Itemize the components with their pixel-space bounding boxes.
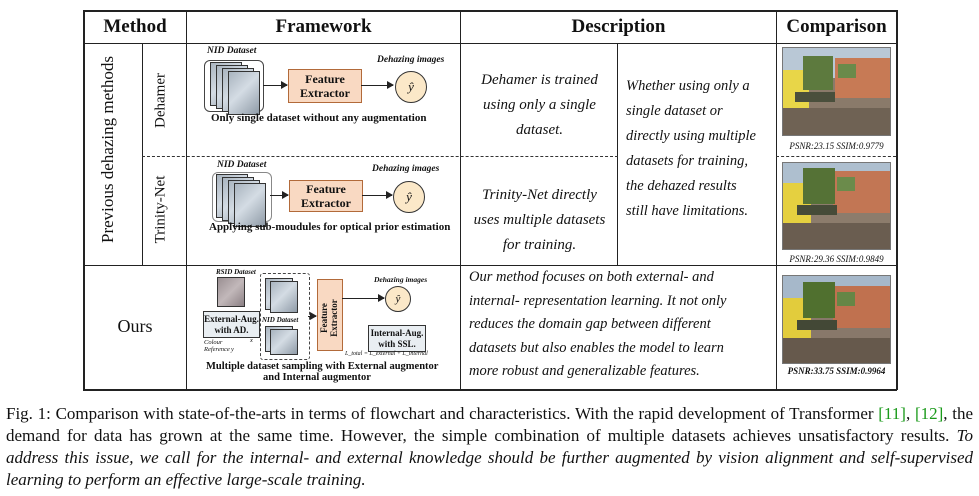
- dehazing-label: Dehazing images: [374, 275, 428, 284]
- colour-reference-label: Colour Reference: [204, 339, 230, 353]
- metric-ours: PSNR:33.75 SSIM:0.9964: [787, 366, 886, 376]
- citation-link[interactable]: [12]: [914, 404, 944, 423]
- row-divider: [142, 156, 618, 157]
- row-divider: [776, 156, 896, 157]
- table-border: [896, 10, 898, 390]
- table-border: [83, 389, 897, 391]
- scene-illustration: [783, 276, 890, 363]
- feature-extractor-box: Feature Extractor: [288, 69, 362, 103]
- framework-caption-line2: and Internal augmentor: [263, 372, 371, 383]
- comparison-image-ours: [782, 275, 891, 364]
- y-axis-label: y: [231, 346, 234, 353]
- prediction-node: ŷ: [393, 181, 425, 213]
- citation-link[interactable]: [11]: [878, 404, 906, 423]
- flow-arrow: [308, 312, 317, 320]
- scene-illustration: [783, 48, 890, 135]
- header-framework: Framework: [275, 16, 372, 37]
- scene-illustration: [783, 163, 890, 249]
- prediction-node: ŷ: [385, 286, 411, 312]
- dehazing-label: Dehazing images: [372, 164, 440, 174]
- framework-caption: Only single dataset without any augmenta…: [211, 112, 427, 124]
- dehazing-label: Dehazing images: [377, 55, 445, 65]
- dehamer-description: Dehamer is trained using only a single d…: [481, 72, 598, 138]
- header-method: Method: [103, 16, 167, 37]
- prediction-node: ŷ: [395, 71, 427, 103]
- dataset-image: [234, 183, 266, 227]
- header-description: Description: [571, 16, 666, 37]
- dataset-image: [228, 71, 260, 115]
- trinity-description: Trinity-Net directly uses multiple datas…: [473, 187, 606, 253]
- rsid-dataset-label: RSID Dataset: [216, 268, 256, 276]
- table-border: [776, 10, 778, 390]
- shared-description: Whether using only a single dataset or d…: [626, 78, 756, 219]
- flow-arrow: [263, 81, 288, 89]
- table-border: [186, 10, 188, 390]
- framework-caption: Applying sub-moudules for optical prior …: [209, 221, 451, 233]
- method-label-ours: Ours: [117, 316, 153, 336]
- dataset-label: NID Dataset: [217, 160, 267, 170]
- table-border: [83, 43, 897, 45]
- flow-arrow: [362, 191, 393, 199]
- feature-extractor-box: Feature Extractor: [289, 180, 363, 212]
- internal-aug-box: Internal-Aug. with SSL.: [368, 325, 426, 352]
- comparison-image-dehamer: [782, 47, 891, 136]
- framework-caption-line1: Multiple dataset sampling with External …: [206, 361, 439, 372]
- dataset-image: [270, 281, 298, 313]
- table-border: [460, 10, 462, 390]
- table-border: [617, 43, 618, 265]
- dataset-image: [270, 329, 298, 355]
- comparison-table: Method Framework Description Comparison …: [83, 10, 898, 391]
- flow-arrow: [270, 191, 289, 199]
- header-comparison: Comparison: [786, 16, 887, 37]
- rsid-image: [217, 277, 245, 307]
- feature-extractor-box: [317, 279, 343, 351]
- method-label-trinity: Trinity-Net: [152, 175, 169, 244]
- comparison-image-trinity: [782, 162, 891, 250]
- nid-dataset-label: NID Dataset: [262, 316, 299, 324]
- table-border: [83, 265, 897, 267]
- external-aug-box: External-Aug. with AD.: [203, 311, 260, 338]
- table-border: [83, 10, 897, 12]
- flow-arrow: [361, 81, 394, 89]
- flow-arrow: [342, 294, 385, 302]
- figure-caption: Fig. 1: Comparison with state-of-the-art…: [6, 404, 973, 489]
- loss-formula: L_total = L_external + L_internal: [345, 351, 428, 357]
- group-label-previous: Previous dehazing methods: [98, 56, 117, 243]
- metric-dehamer: PSNR:23.15 SSIM:0.9779: [789, 141, 884, 151]
- x-axis-label: x: [250, 337, 253, 344]
- dataset-label: NID Dataset: [207, 46, 257, 56]
- table-border: [83, 10, 85, 390]
- metric-trinity: PSNR:29.36 SSIM:0.9849: [789, 254, 884, 264]
- feature-extractor-label: Feature Extractor: [319, 299, 339, 337]
- method-label-dehamer: Dehamer: [152, 73, 169, 128]
- ours-description: Our method focuses on both external- and…: [469, 269, 727, 379]
- table-border: [142, 43, 143, 265]
